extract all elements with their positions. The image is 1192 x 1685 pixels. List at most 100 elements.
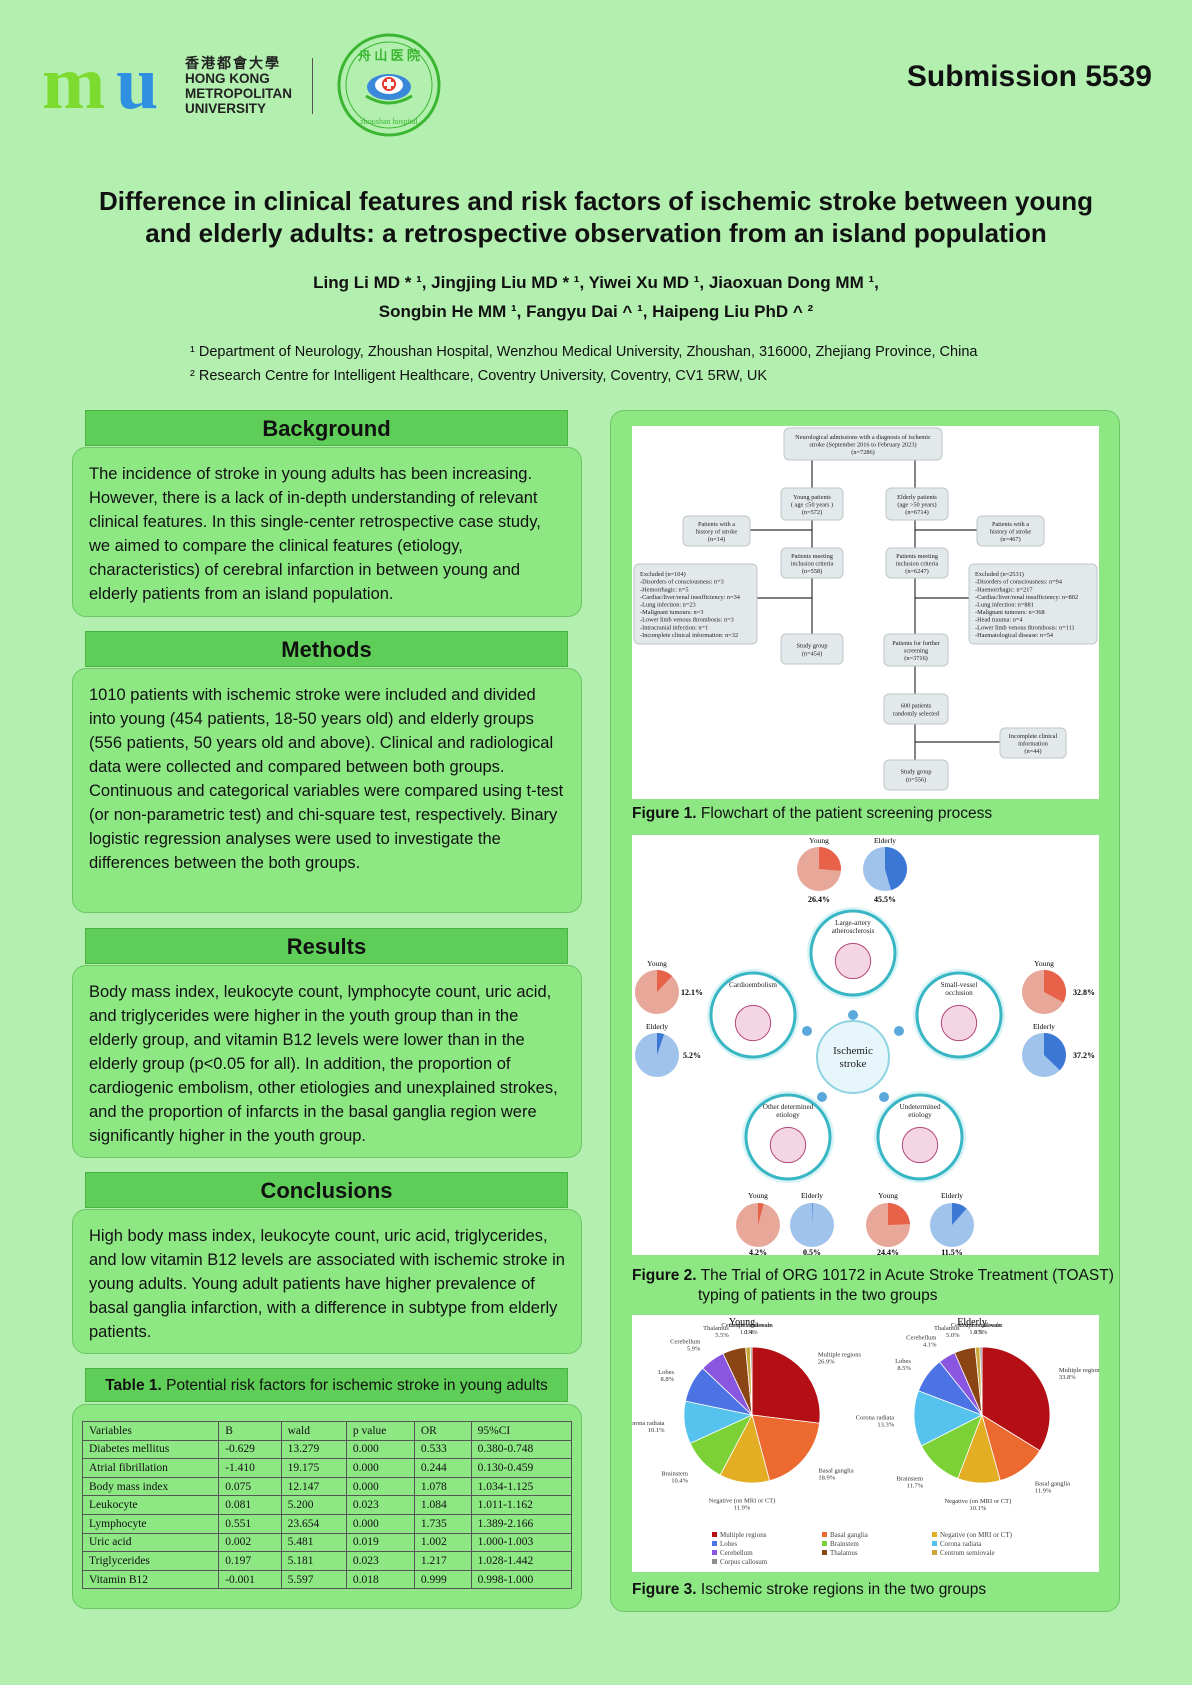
svg-text:Large-artery: Large-artery (835, 919, 871, 927)
table-cell: 1.217 (413, 1551, 472, 1571)
svg-text:Negative (on MRI or CT): Negative (on MRI or CT) (944, 1498, 1011, 1505)
table-header-cell: OR (413, 1421, 472, 1441)
figure1-caption: Figure 1. Flowchart of the patient scree… (632, 805, 993, 822)
table-cell: 1.389-2.166 (470, 1513, 573, 1534)
svg-text:(n=3716): (n=3716) (904, 655, 928, 662)
hkmu-logo: m u (42, 52, 158, 116)
table-cell: 0.081 (218, 1495, 282, 1515)
pie-slice (751, 1346, 821, 1424)
svg-text:Excluded (n=2531): Excluded (n=2531) (975, 571, 1024, 578)
pie-slice (981, 1346, 1051, 1452)
svg-text:Basal ganglia: Basal ganglia (1035, 1480, 1070, 1487)
table1-caption: Table 1. Potential risk factors for isch… (85, 1368, 568, 1402)
table-cell: 0.075 (218, 1476, 282, 1497)
table-cell: 5.181 (280, 1551, 347, 1571)
table-cell: 0.002 (218, 1532, 282, 1553)
logo-divider (312, 58, 313, 114)
svg-text:Basal ganglia: Basal ganglia (830, 1531, 869, 1539)
svg-text:inclusion criteria: inclusion criteria (896, 561, 939, 568)
table-cell: 0.023 (345, 1495, 415, 1515)
region-pie-elderly (913, 1346, 1051, 1484)
svg-text:Study group: Study group (797, 643, 828, 650)
table-cell: Diabetes mellitus (81, 1439, 220, 1460)
table-cell: Uric acid (81, 1532, 220, 1553)
legend-item: Corpus callosum (712, 1558, 768, 1566)
svg-text:Centrum semiovale: Centrum semiovale (951, 1322, 1002, 1329)
svg-text:-Lung infection: n=23: -Lung infection: n=23 (640, 602, 696, 609)
flow-box-top: Neurological admissions with a diagnosis… (783, 427, 943, 461)
elderly-pct: 37.2% (1073, 1051, 1095, 1060)
svg-text:18.9%: 18.9% (818, 1475, 835, 1482)
university-name: 香港都會大學 HONG KONG METROPOLITAN UNIVERSITY (185, 55, 292, 117)
svg-text:-Intracranial infection: n=1: -Intracranial infection: n=1 (640, 624, 708, 631)
elderly-label: Elderly (1033, 1022, 1055, 1031)
young-pie-svo (1022, 970, 1066, 1014)
svg-text:Cerebellum: Cerebellum (670, 1339, 700, 1346)
svg-text:13.3%: 13.3% (877, 1422, 894, 1429)
svg-text:inclusion criteria: inclusion criteria (791, 561, 834, 568)
svg-text:Lobes: Lobes (895, 1358, 911, 1365)
pie-slice (751, 1414, 820, 1482)
table-cell: 0.000 (345, 1476, 415, 1497)
elderly-pct: 11.5% (941, 1248, 963, 1255)
pie-title: Young (729, 1317, 755, 1328)
svg-text:Centrum semiovale: Centrum semiovale (940, 1549, 995, 1557)
svg-text:stroke (September 2016 to Febr: stroke (September 2016 to February 2023) (809, 442, 916, 449)
svg-text:10.4%: 10.4% (671, 1477, 688, 1484)
svg-text:Corpus callosum: Corpus callosum (720, 1558, 768, 1566)
svg-text:Undetermined: Undetermined (899, 1103, 941, 1111)
svg-text:-Lower limb venous thrombosis:: -Lower limb venous thrombosis: n=111 (975, 624, 1075, 631)
svg-text:(n=14): (n=14) (708, 536, 725, 543)
background-text: The incidence of stroke in young adults … (72, 447, 582, 617)
svg-text:-Lung infection: n=881: -Lung infection: n=881 (975, 602, 1034, 609)
table-cell: 0.018 (345, 1569, 415, 1590)
svg-text:-Incomplete clinical informati: -Incomplete clinical information: n=32 (640, 632, 738, 639)
figure3-caption: Figure 3. Ischemic stroke regions in the… (632, 1581, 987, 1598)
table-cell: 0.999 (413, 1569, 472, 1590)
table-cell: 1.028-1.442 (470, 1551, 573, 1571)
young-pct: 26.4% (808, 895, 830, 904)
svg-text:(n=7286): (n=7286) (851, 449, 875, 456)
results-heading: Results (85, 928, 568, 964)
table-cell: 0.000 (345, 1513, 415, 1534)
svg-text:history of stroke: history of stroke (696, 529, 737, 536)
young-pie-ce (635, 970, 679, 1014)
young-label: Young (878, 1191, 898, 1200)
table-cell: -0.001 (218, 1569, 282, 1590)
legend-item: Cerebellum (712, 1549, 753, 1557)
arrow-icon (802, 1026, 812, 1036)
svg-text:5.5%: 5.5% (715, 1332, 729, 1339)
svg-text:-Disorders of consciousness: n: -Disorders of consciousness: n=3 (640, 579, 724, 586)
svg-text:randomly selected: randomly selected (893, 710, 940, 717)
table-cell: 1.084 (413, 1495, 472, 1515)
svg-text:Negative (on MRI or CT): Negative (on MRI or CT) (940, 1531, 1013, 1539)
svg-text:8.8%: 8.8% (661, 1376, 675, 1383)
table-cell: Triglycerides (81, 1551, 220, 1571)
table-header-cell: Variables (81, 1421, 220, 1441)
table-header-cell: 95%CI (470, 1421, 573, 1441)
young-pie-ode (736, 1203, 780, 1247)
svg-text:(n=44): (n=44) (1024, 748, 1041, 755)
legend-item: Basal ganglia (822, 1531, 869, 1539)
svg-text:-Malignant tumours: n=368: -Malignant tumours: n=368 (975, 609, 1045, 616)
svg-text:information: information (1018, 741, 1049, 748)
pie-title: Elderly (957, 1317, 986, 1328)
table-cell: 0.130-0.459 (470, 1458, 573, 1478)
